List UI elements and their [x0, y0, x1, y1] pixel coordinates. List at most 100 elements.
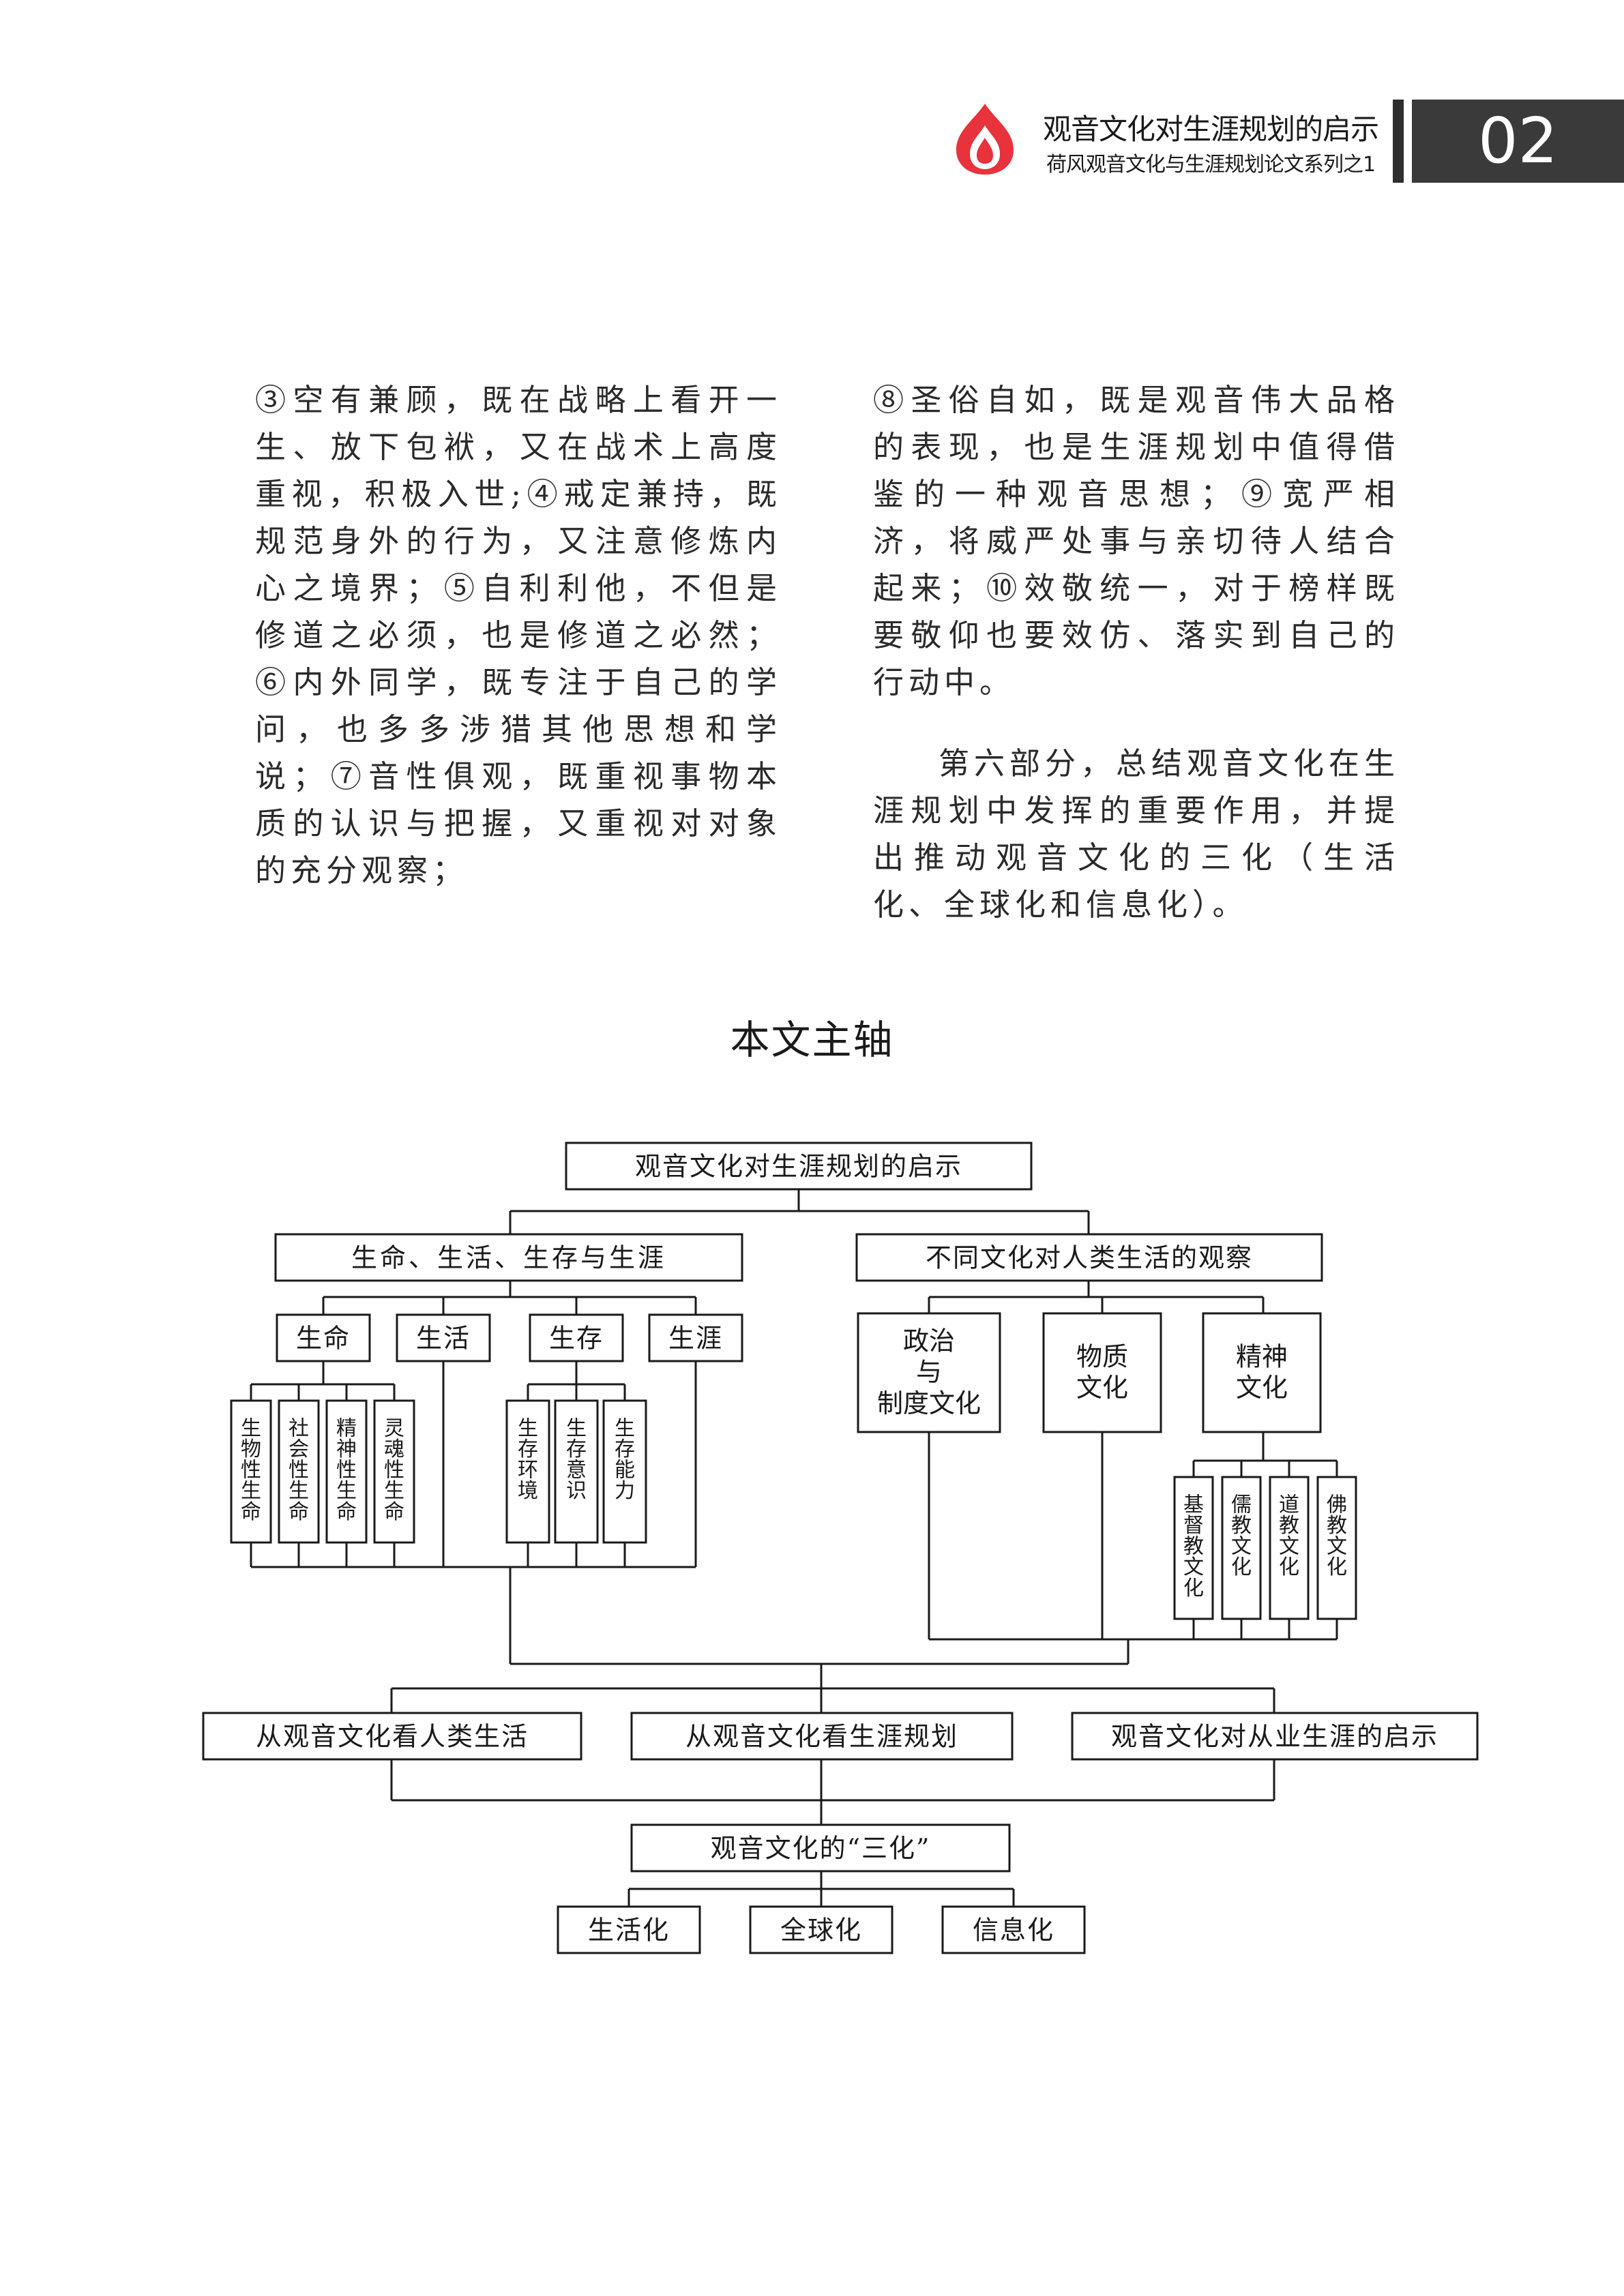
- spirit-item-1-char: 督: [1183, 1514, 1204, 1538]
- life-item-1-char: 性: [241, 1459, 261, 1482]
- right-child-3-label: 精神: [1236, 1341, 1288, 1371]
- survival-item-1-char: 境: [518, 1479, 538, 1503]
- life-item-3-char: 性: [336, 1459, 357, 1482]
- spirit-item-4-char: 化: [1327, 1555, 1347, 1579]
- perspective-3-box: [1071, 1712, 1479, 1761]
- spirit-item-1-char: 文: [1183, 1555, 1204, 1579]
- life-item-2-char: 命: [289, 1500, 309, 1524]
- spirit-item-4-char: 教: [1327, 1514, 1347, 1538]
- left-child-2-box: [396, 1313, 491, 1362]
- life-item-1-char: 物: [241, 1437, 261, 1461]
- spirit-item-2-box: [1221, 1476, 1262, 1620]
- life-item-2-char: 会: [289, 1437, 309, 1461]
- left-child-3-box: [529, 1313, 624, 1362]
- life-item-2-char: 性: [289, 1459, 309, 1482]
- life-item-3-box: [325, 1399, 368, 1544]
- spirit-item-3-char: 教: [1279, 1514, 1299, 1538]
- right-child-2-label: 物质: [1076, 1341, 1128, 1371]
- page-number: 02: [1412, 100, 1624, 183]
- three-hua-title-label: 观音文化的“三化”: [711, 1834, 931, 1864]
- left-column: ③空有兼顾，既在战略上看开一生、放下包袱，又在战术上高度重视，积极入世;④戒定兼…: [255, 376, 782, 928]
- life-item-4-char: 灵: [384, 1416, 404, 1440]
- spirit-item-1-char: 化: [1183, 1577, 1204, 1600]
- root-label: 观音文化对生涯规划的启示: [635, 1152, 962, 1182]
- left-child-3-label: 生存: [549, 1324, 604, 1354]
- perspective-3-label: 观音文化对从业生涯的启示: [1111, 1722, 1438, 1752]
- branch-right-label: 不同文化对人类生活的观察: [926, 1243, 1253, 1273]
- branch-left-box: [274, 1233, 743, 1282]
- life-item-4-char: 性: [384, 1459, 404, 1482]
- spirit-item-3-char: 文: [1279, 1535, 1299, 1559]
- left-child-4-label: 生涯: [668, 1324, 723, 1354]
- spirit-item-3-char: 道: [1279, 1493, 1299, 1517]
- right-child-1-box: [857, 1312, 1001, 1433]
- life-item-1-char: 命: [241, 1500, 261, 1524]
- perspective-2-label: 从观音文化看生涯规划: [685, 1722, 958, 1752]
- life-item-2-box: [278, 1399, 320, 1544]
- life-item-3-char: 生: [336, 1479, 357, 1503]
- spirit-item-1-char: 教: [1183, 1535, 1204, 1559]
- branch-right-box: [855, 1233, 1323, 1282]
- life-item-1-box: [230, 1399, 272, 1544]
- life-item-2-char: 社: [289, 1416, 309, 1440]
- right-child-1-label: 政治: [903, 1326, 955, 1356]
- spirit-item-2-char: 化: [1231, 1555, 1252, 1579]
- branch-left-label: 生命、生活、生存与生涯: [351, 1243, 666, 1273]
- life-item-4-char: 魂: [384, 1437, 404, 1461]
- perspective-1-box: [202, 1712, 582, 1761]
- spirit-item-1-box: [1173, 1476, 1214, 1620]
- three-hua-2-box: [749, 1905, 894, 1954]
- header-divider: [1393, 100, 1404, 183]
- spirit-item-2-char: 文: [1231, 1535, 1252, 1559]
- life-item-4-box: [373, 1399, 415, 1544]
- three-hua-1-label: 生活化: [588, 1915, 670, 1945]
- right-paragraph-2: 第六部分，总结观音文化在生涯规划中发挥的重要作用，并提出推动观音文化的三化（生活…: [873, 745, 1400, 923]
- right-column: ⑧圣俗自如，既是观音伟大品格的表现，也是生涯规划中值得借鉴的一种观音思想；⑨宽严…: [873, 376, 1400, 962]
- three-hua-3-label: 信息化: [973, 1915, 1054, 1945]
- life-item-3-char: 神: [336, 1437, 357, 1461]
- root-box: [565, 1142, 1033, 1191]
- section-title: 本文主轴: [730, 1017, 894, 1063]
- survival-item-2-char: 意: [566, 1459, 587, 1482]
- perspective-1-label: 从观音文化看人类生活: [256, 1722, 529, 1752]
- spirit-item-2-char: 教: [1231, 1514, 1252, 1538]
- survival-item-2-box: [554, 1399, 599, 1544]
- survival-item-1-char: 生: [518, 1416, 538, 1440]
- spirit-item-1-char: 基: [1183, 1493, 1204, 1517]
- left-child-1-box: [276, 1313, 371, 1362]
- right-child-1-label: 制度文化: [877, 1388, 981, 1418]
- life-item-2-char: 生: [289, 1479, 309, 1503]
- diagram-boxes: 观音文化对生涯规划的启示生命、生活、生存与生涯不同文化对人类生活的观察生命生活生…: [202, 1142, 1479, 1954]
- survival-item-1-char: 环: [518, 1459, 538, 1482]
- survival-item-1-box: [505, 1399, 550, 1544]
- survival-item-2-char: 生: [566, 1416, 587, 1440]
- spirit-item-3-box: [1269, 1476, 1310, 1620]
- header-title: 观音文化对生涯规划的启示: [1042, 113, 1379, 146]
- survival-item-1-char: 存: [518, 1437, 538, 1461]
- left-child-1-label: 生命: [296, 1324, 351, 1354]
- survival-item-3-char: 生: [615, 1416, 635, 1440]
- left-paragraph: ③空有兼顾，既在战略上看开一生、放下包袱，又在战术上高度重视，积极入世;④戒定兼…: [255, 382, 782, 889]
- right-child-2-box: [1042, 1312, 1162, 1433]
- life-item-1-char: 生: [241, 1479, 261, 1503]
- spirit-item-4-box: [1316, 1476, 1357, 1620]
- survival-item-3-char: 存: [615, 1437, 635, 1461]
- header-subtitle: 荷风观音文化与生涯规划论文系列之1: [1046, 153, 1376, 177]
- three-hua-2-label: 全球化: [780, 1915, 862, 1945]
- survival-item-2-char: 识: [566, 1479, 587, 1503]
- spirit-item-3-char: 化: [1279, 1555, 1299, 1579]
- life-item-4-char: 命: [384, 1500, 404, 1524]
- right-child-3-box: [1202, 1312, 1322, 1433]
- life-item-3-char: 精: [336, 1416, 357, 1440]
- diagram-connectors: [250, 1189, 1338, 1907]
- survival-item-2-char: 存: [566, 1437, 587, 1461]
- survival-item-3-char: 力: [615, 1479, 635, 1503]
- spirit-item-4-char: 佛: [1327, 1493, 1347, 1517]
- life-item-3-char: 命: [336, 1500, 357, 1524]
- right-child-2-label: 文化: [1076, 1373, 1128, 1403]
- left-child-2-label: 生活: [416, 1324, 471, 1354]
- life-item-4-char: 生: [384, 1479, 404, 1503]
- survival-item-3-char: 能: [615, 1459, 635, 1482]
- right-paragraph-1: ⑧圣俗自如，既是观音伟大品格的表现，也是生涯规划中值得借鉴的一种观音思想；⑨宽严…: [873, 382, 1400, 700]
